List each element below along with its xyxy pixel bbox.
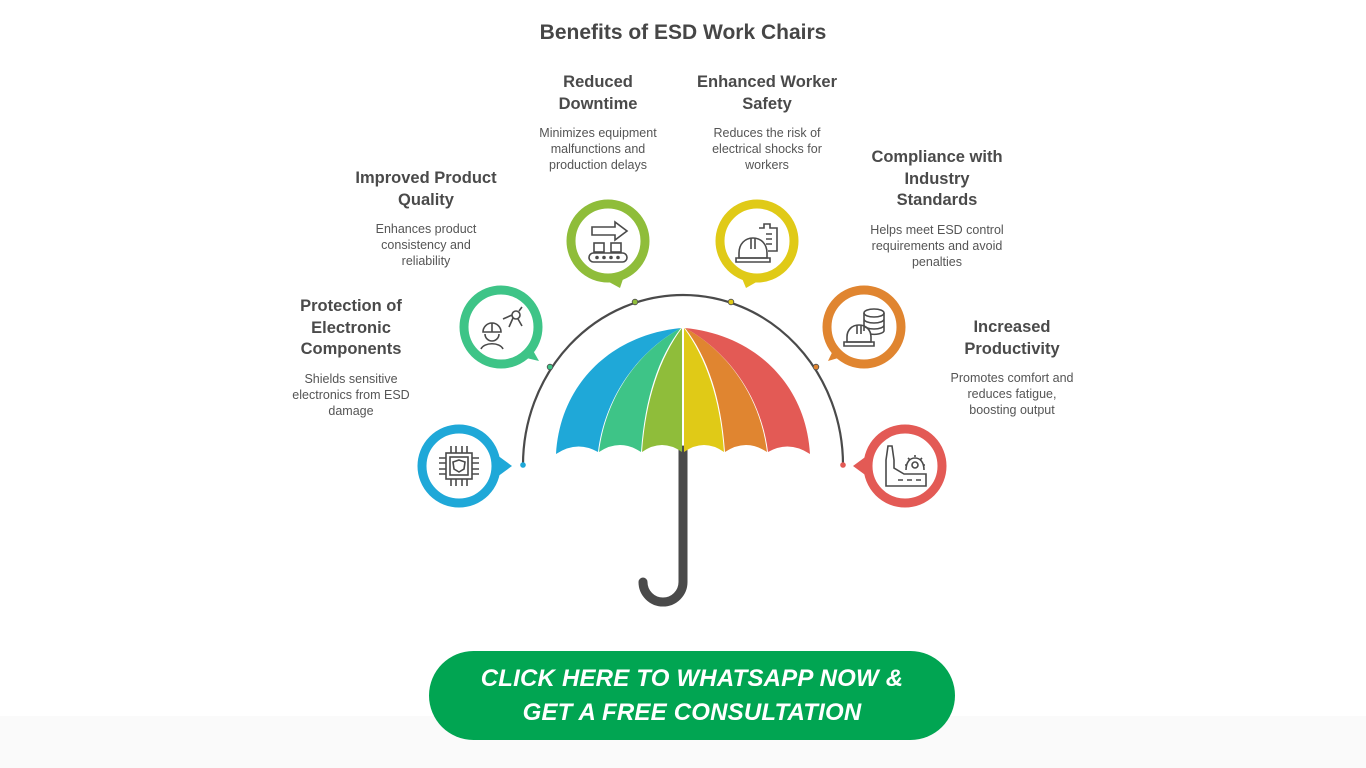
umbrella-handle — [638, 445, 688, 607]
cta-line-1: CLICK HERE TO WHATSAPP NOW & — [480, 664, 904, 692]
chip-shield-icon — [439, 446, 479, 486]
factory-gear-icon — [885, 445, 927, 487]
canopy-panel-orange — [685, 328, 767, 452]
connector-arc — [521, 293, 845, 466]
benefit-bubble-quality — [459, 285, 543, 369]
arc-dot-blue — [520, 462, 526, 468]
benefit-bubble-protection — [417, 424, 512, 508]
arc-dot-lime — [631, 298, 639, 306]
arc-dot-orange — [812, 363, 820, 371]
benefit-bubble-compliance — [822, 285, 906, 369]
canopy-panel-green — [599, 328, 681, 452]
hardhat-database-icon — [843, 308, 885, 347]
whatsapp-cta-button[interactable]: CLICK HERE TO WHATSAPP NOW & GET A FREE … — [429, 651, 955, 740]
canopy-panel-yellow — [684, 328, 724, 452]
umbrella-canopy — [556, 328, 810, 454]
arc-dot-yellow — [727, 298, 735, 306]
canopy-panel-lime — [642, 328, 682, 452]
benefit-bubble-downtime — [566, 199, 650, 288]
benefit-bubble-safety — [715, 199, 799, 288]
benefit-bubble-productivity — [853, 424, 947, 508]
canopy-panel-blue — [556, 328, 681, 454]
canopy-panel-red — [685, 328, 810, 454]
arc-dot-green — [546, 363, 554, 371]
arc-dot-red — [840, 462, 846, 468]
engineer-compass-icon — [480, 306, 523, 350]
hardhat-clipboard-icon — [735, 223, 778, 263]
page-title: Benefits of ESD Work Chairs — [539, 21, 827, 44]
cta-line-2: GET A FREE CONSULTATION — [522, 698, 862, 726]
conveyor-arrow-icon — [588, 220, 629, 263]
